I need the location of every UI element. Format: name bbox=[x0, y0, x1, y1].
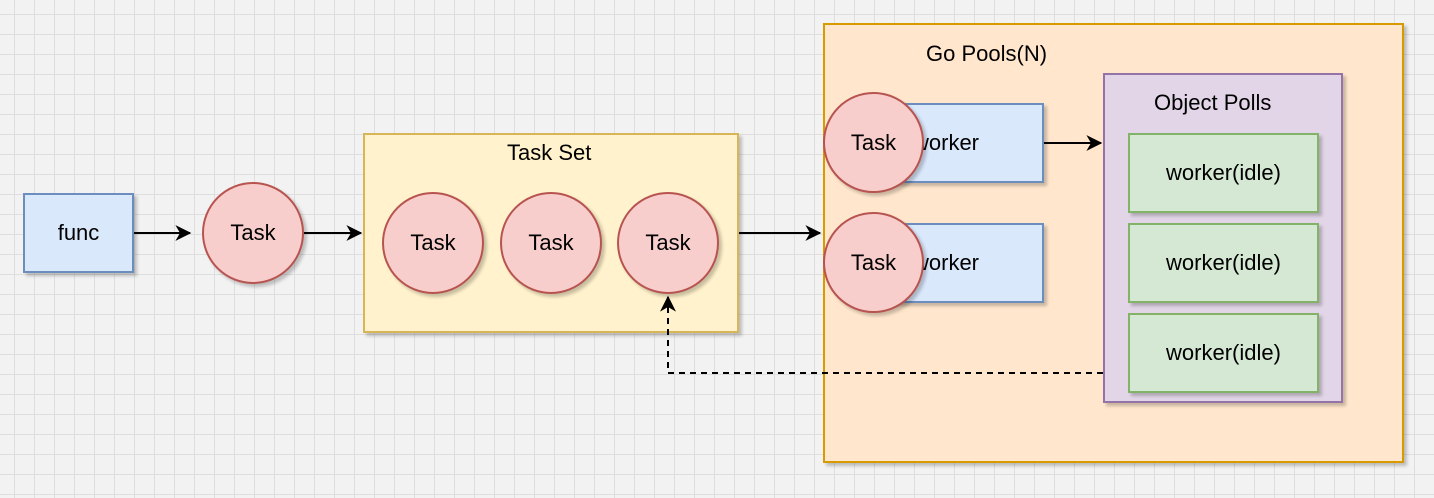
worker-task-label: Task bbox=[850, 249, 897, 275]
worker-task[interactable]: Task bbox=[823, 212, 924, 313]
idle-worker[interactable]: worker(idle) bbox=[1128, 313, 1319, 393]
task-set-title: Task Set bbox=[507, 140, 592, 165]
task-node[interactable]: Task bbox=[202, 182, 304, 284]
idle-worker[interactable]: worker(idle) bbox=[1128, 223, 1319, 303]
task-label: Task bbox=[230, 220, 276, 245]
worker-label: worker bbox=[913, 130, 980, 155]
idle-worker-label: worker(idle) bbox=[1166, 160, 1281, 185]
task-set-item[interactable]: Task bbox=[617, 192, 719, 294]
task-set-item[interactable]: Task bbox=[382, 192, 484, 294]
task-set-item-label: Task bbox=[645, 230, 691, 255]
func-node[interactable]: func bbox=[23, 193, 134, 273]
worker-task[interactable]: Task bbox=[823, 92, 924, 193]
go-pools-title: Go Pools(N) bbox=[926, 41, 1048, 66]
idle-worker[interactable]: worker(idle) bbox=[1128, 133, 1319, 213]
idle-worker-label: worker(idle) bbox=[1166, 340, 1281, 365]
task-set-item-label: Task bbox=[410, 230, 456, 255]
func-label: func bbox=[57, 220, 100, 245]
edge-object-pools-to-task-dashed bbox=[660, 295, 1103, 374]
idle-worker-label: worker(idle) bbox=[1166, 250, 1281, 275]
worker-label: worker bbox=[913, 250, 980, 275]
object-pools-title: Object Polls bbox=[1154, 90, 1272, 115]
worker-task-label: Task bbox=[850, 129, 897, 155]
task-set-item[interactable]: Task bbox=[500, 192, 602, 294]
task-set-item-label: Task bbox=[528, 230, 574, 255]
